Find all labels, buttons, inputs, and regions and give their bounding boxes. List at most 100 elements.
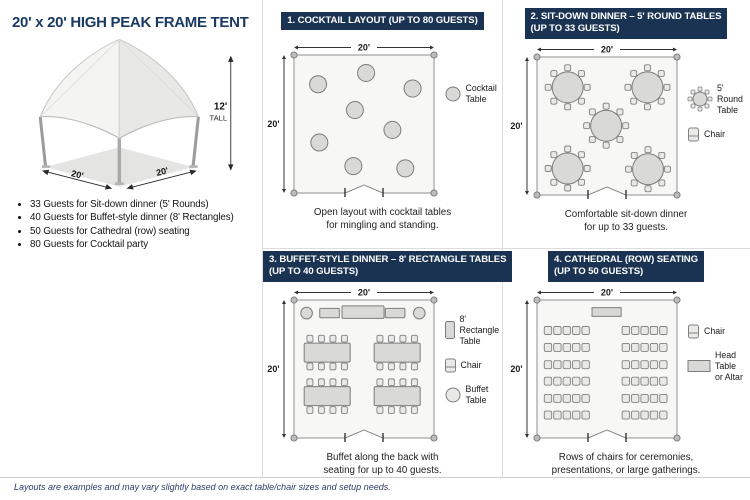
legend-label: Head Table or Altar — [715, 349, 743, 382]
chair — [649, 410, 659, 420]
chair — [663, 83, 671, 91]
chair — [564, 64, 572, 72]
corner-post — [429, 51, 438, 60]
tent-eave — [40, 116, 120, 139]
corner-post — [429, 189, 438, 198]
chair — [577, 178, 585, 186]
chair — [659, 325, 668, 335]
divider — [502, 0, 503, 477]
chair — [630, 151, 638, 159]
dimension-label: 20' — [267, 119, 279, 129]
dimension-label: 20' — [357, 43, 369, 53]
arrowhead — [228, 55, 234, 62]
corner-post — [429, 434, 438, 442]
chair — [649, 360, 659, 370]
chair — [328, 406, 336, 414]
corner-post — [673, 191, 681, 199]
chair — [398, 362, 406, 371]
cocktail-table — [403, 80, 422, 99]
chair — [602, 102, 610, 110]
chair — [659, 376, 668, 386]
chair-icon — [688, 324, 699, 339]
tent-foot — [42, 165, 51, 168]
chair — [550, 178, 558, 186]
corner-post — [533, 191, 541, 199]
chair — [649, 325, 659, 335]
chair — [562, 410, 571, 420]
round-table — [632, 153, 665, 186]
chair — [543, 376, 553, 386]
tent-eave — [119, 116, 199, 139]
chair — [564, 145, 572, 153]
chair — [398, 378, 406, 387]
chair — [649, 376, 659, 386]
chair — [664, 165, 671, 173]
caption-line: for up to 33 guests. — [584, 221, 668, 233]
chair — [624, 83, 632, 91]
chair — [553, 410, 562, 420]
chair — [340, 334, 348, 343]
chair — [581, 360, 590, 370]
buffet-serving-table — [384, 307, 405, 319]
chair — [550, 97, 558, 105]
chair — [553, 342, 562, 352]
chair — [340, 362, 348, 371]
width-arrow-left — [45, 171, 109, 189]
legend-label: 5' Round Table — [717, 82, 743, 115]
list-item: 33 Guests for Sit-down dinner (5' Rounds… — [30, 198, 260, 211]
chair — [328, 362, 336, 371]
caption-line: seating for up to 40 guests. — [323, 464, 442, 476]
chair — [305, 406, 313, 414]
chair — [616, 108, 624, 116]
panel-caption: Open layout with cocktail tables for min… — [263, 207, 502, 233]
chair — [562, 360, 571, 370]
tent-tall-label: TALL — [210, 113, 228, 122]
corner-post — [429, 296, 438, 304]
chair — [544, 164, 552, 172]
rectangle-table — [303, 342, 351, 363]
chair — [630, 97, 638, 105]
chair — [659, 393, 668, 403]
chair — [572, 325, 581, 335]
divider — [262, 248, 750, 249]
caption-line: Open layout with cocktail tables — [313, 207, 452, 219]
chair — [410, 334, 418, 343]
chair — [631, 342, 640, 352]
corner-post — [533, 296, 541, 304]
corner-post — [289, 296, 298, 304]
buffet-serving-table — [341, 305, 385, 319]
chair — [553, 325, 562, 335]
head-table — [591, 307, 622, 317]
chair — [640, 360, 649, 370]
footnote: Layouts are examples and may vary slight… — [14, 482, 391, 492]
chair — [644, 103, 651, 111]
corner-post — [673, 53, 681, 61]
chair — [649, 393, 659, 403]
chair — [581, 393, 590, 403]
chair — [317, 406, 325, 414]
chair — [649, 342, 659, 352]
corner-post — [673, 434, 681, 442]
chair — [577, 151, 585, 159]
panel-header-line1: 2. SIT-DOWN DINNER – 5' ROUND TABLES — [530, 11, 722, 22]
chair — [581, 410, 590, 420]
chair — [631, 360, 640, 370]
chair — [581, 342, 590, 352]
buffet-serving-table — [318, 307, 340, 319]
legend-item: Cocktail Table — [444, 83, 502, 105]
list-item: 40 Guests for Buffet-style dinner (8' Re… — [30, 211, 260, 224]
legend-label: Chair — [704, 128, 726, 139]
round-table — [590, 109, 623, 142]
chair — [562, 342, 571, 352]
entrance-marker — [587, 186, 627, 196]
corner-post — [533, 53, 541, 61]
caption-line: for mingling and standing. — [326, 220, 439, 232]
legend-label: Cocktail Table — [465, 83, 497, 105]
chair — [387, 378, 395, 387]
chair — [410, 362, 418, 371]
legend-item: Buffet Table — [444, 384, 502, 406]
chair — [564, 184, 572, 192]
chair — [602, 141, 610, 149]
tent-seams — [39, 39, 199, 139]
chair — [564, 103, 572, 111]
